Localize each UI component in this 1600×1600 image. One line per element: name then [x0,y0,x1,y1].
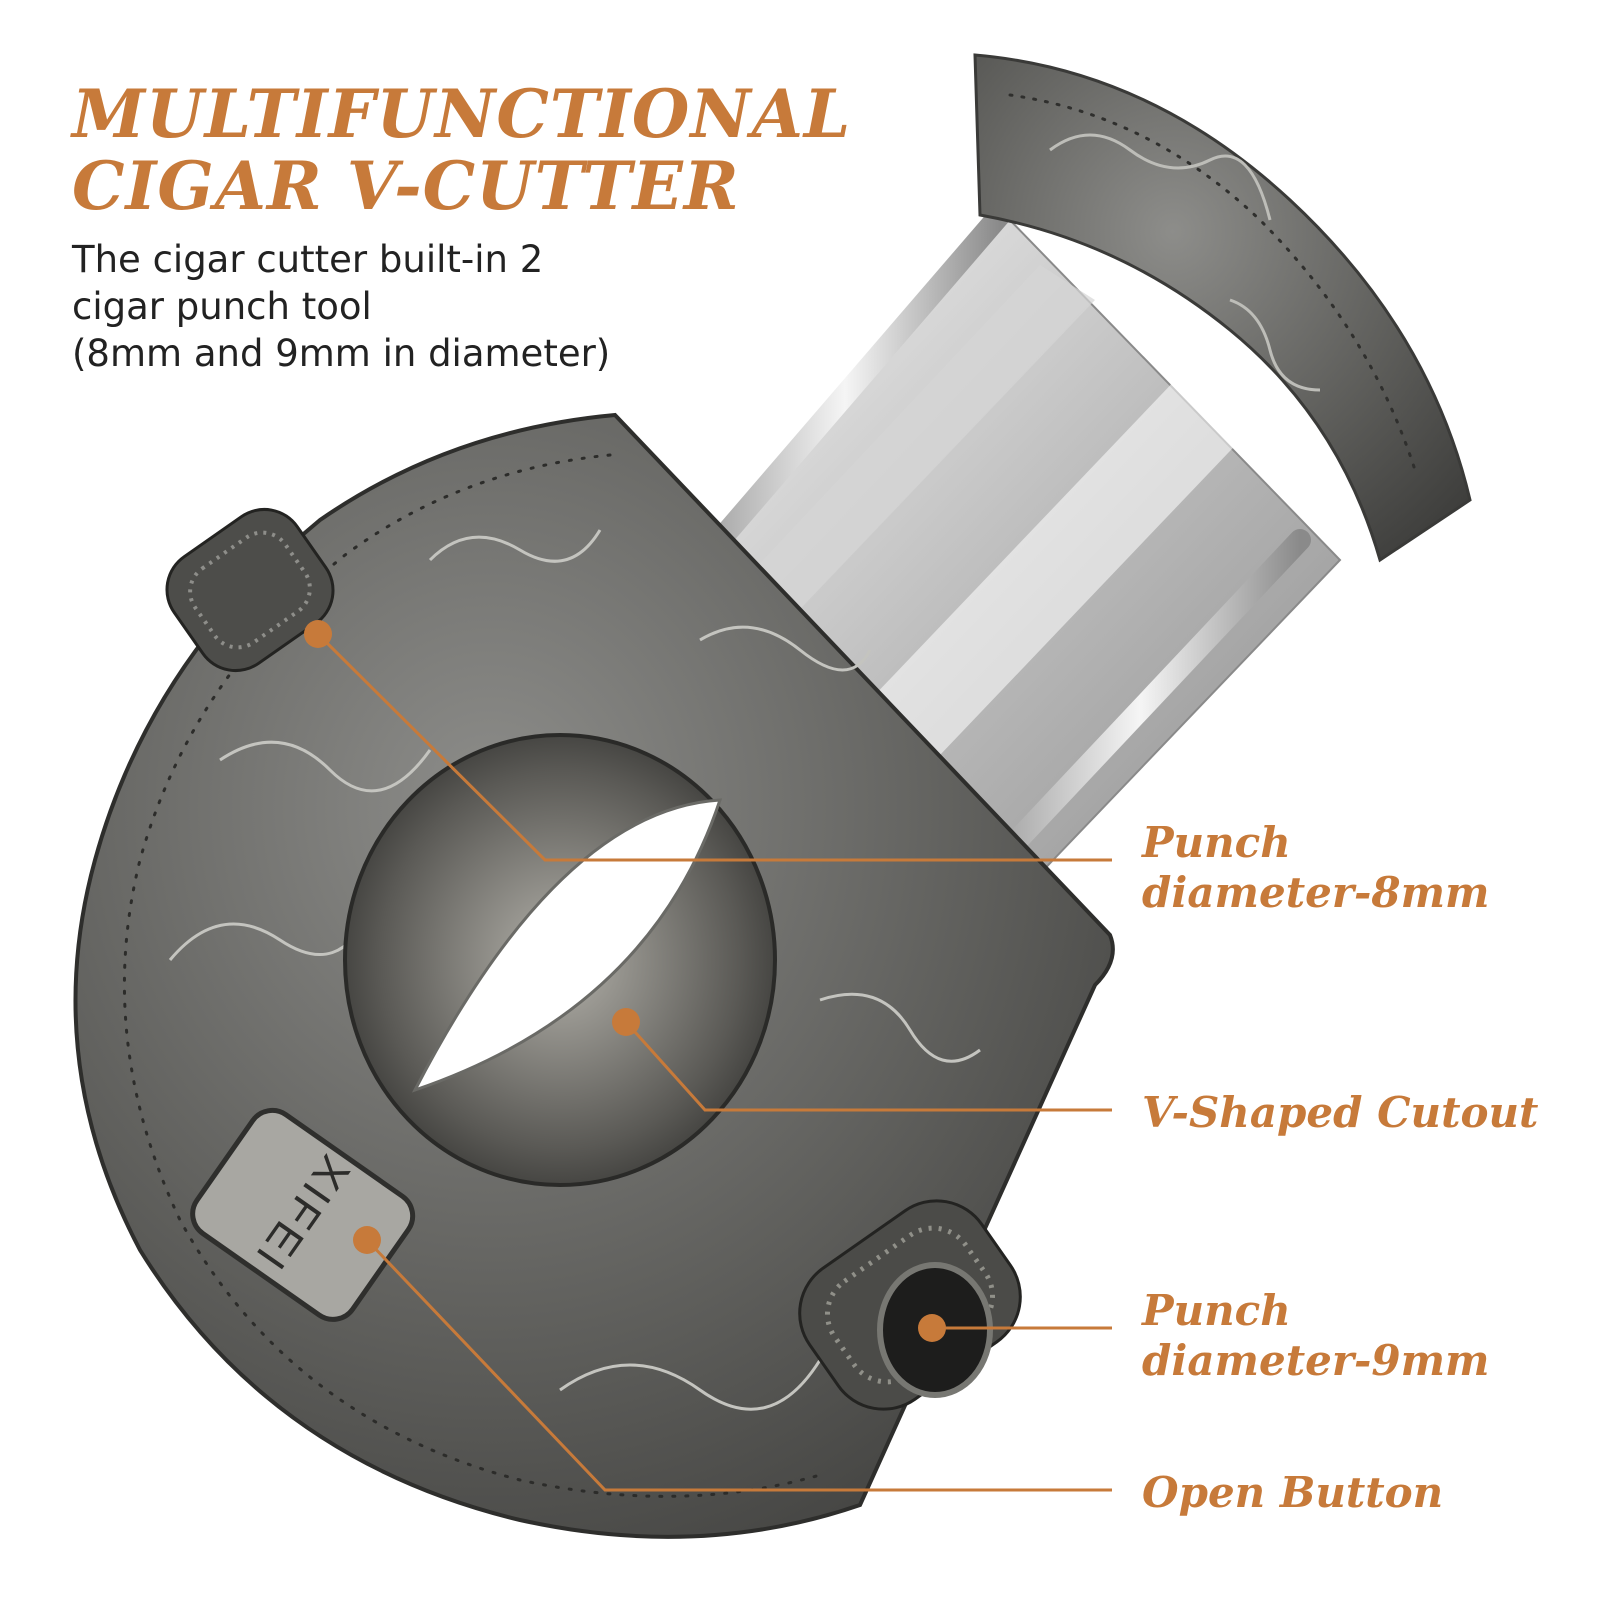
callout-punch-8mm: Punch diameter-8mm [1142,818,1489,918]
engraved-end-cap [973,53,1472,563]
headline: MULTIFUNCTIONAL CIGAR V-CUTTER [72,78,851,222]
callout-punch-8mm-line-2: diameter-8mm [1142,868,1490,917]
callout-punch-9mm: Punch diameter-9mm [1142,1286,1489,1386]
punch-8mm-knob [165,507,335,673]
punch-9mm-knob [798,1199,1022,1411]
leader-v-cutout [624,1020,1112,1112]
headline-line-2: CIGAR V-CUTTER [72,147,740,225]
leader-open-button [365,1238,1112,1492]
callout-open-button-line-1: Open Button [1142,1468,1444,1517]
callout-v-cutout-line-1: V-Shaped Cutout [1142,1088,1539,1137]
callout-punch-9mm-line-1: Punch [1142,1286,1291,1335]
dot-punch-8mm [304,620,332,648]
dot-punch-9mm [918,1314,946,1342]
dot-open-button [353,1226,381,1254]
dot-v-cutout [612,1008,640,1036]
description-line-1: The cigar cutter built-in 2 [72,238,544,281]
description-line-2: cigar punch tool [72,285,372,328]
headline-line-1: MULTIFUNCTIONAL [72,75,852,153]
guide-rods [679,204,1311,891]
callout-v-cutout: V-Shaped Cutout [1142,1088,1538,1138]
callout-leaders [316,632,1112,1492]
callout-open-button: Open Button [1142,1468,1443,1518]
callout-punch-8mm-line-1: Punch [1142,818,1291,867]
description-line-3: (8mm and 9mm in diameter) [72,332,611,375]
callout-punch-9mm-line-2: diameter-9mm [1142,1336,1490,1385]
description: The cigar cutter built-in 2 cigar punch … [72,236,610,377]
v-shaped-cutout [343,733,777,1187]
open-button-plate: XIFEI [190,1107,416,1322]
callout-dots [304,620,946,1342]
leader-punch-8mm [316,632,1112,862]
